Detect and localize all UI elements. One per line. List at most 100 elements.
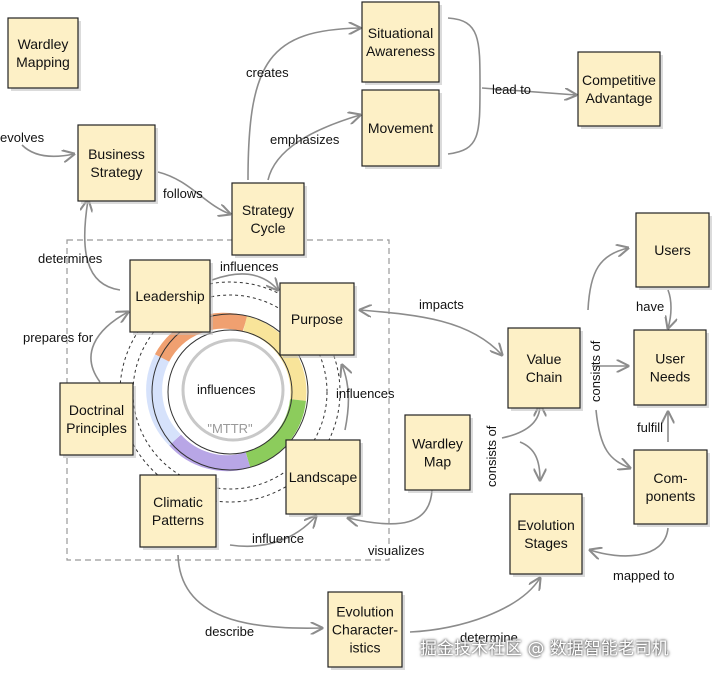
note-components: Com-ponents bbox=[633, 449, 710, 527]
note-label: Character- bbox=[332, 622, 398, 638]
label-impacts: impacts bbox=[419, 297, 464, 312]
note-label: ponents bbox=[646, 488, 696, 504]
note-label: Mapping bbox=[16, 54, 70, 70]
cycle-arc-purple bbox=[169, 434, 251, 472]
note-box bbox=[577, 51, 661, 127]
note-box bbox=[231, 182, 305, 256]
edge-labels: evolves follows creates emphasizes lead … bbox=[0, 65, 674, 645]
note-box bbox=[361, 1, 440, 83]
edge-consists-right-c bbox=[595, 409, 630, 468]
note-users: Users bbox=[635, 212, 712, 290]
note-label: Leadership bbox=[135, 288, 204, 304]
label-emphasizes: emphasizes bbox=[270, 132, 340, 147]
note-movement: Movement bbox=[361, 89, 442, 169]
edge-mapped-to bbox=[590, 527, 669, 556]
cycle-inner-ring bbox=[181, 338, 285, 442]
note-box bbox=[327, 591, 403, 668]
note-box bbox=[509, 493, 583, 575]
note-label: Wardley bbox=[18, 36, 69, 52]
note-label: Awareness bbox=[366, 43, 435, 59]
note-label: Competitive bbox=[582, 72, 656, 88]
note-label: Map bbox=[424, 454, 451, 470]
edge-impacts bbox=[360, 310, 502, 355]
note-label: Business bbox=[88, 146, 145, 162]
cycle-arc-green bbox=[245, 398, 306, 468]
edge-describe bbox=[177, 554, 322, 628]
label-influences-center: influences bbox=[197, 382, 256, 397]
note-label: Value bbox=[527, 351, 562, 367]
edge-emphasizes bbox=[267, 115, 360, 181]
note-leadership: Leadership bbox=[129, 259, 213, 335]
note-label: Purpose bbox=[291, 311, 343, 327]
note-box bbox=[129, 259, 211, 333]
edge-determines bbox=[85, 200, 121, 291]
edges bbox=[21, 17, 671, 633]
label-influences-right: influences bbox=[336, 386, 395, 401]
note-label: Strategy bbox=[242, 202, 294, 218]
edge-lead-to bbox=[447, 17, 481, 155]
note-box bbox=[285, 439, 361, 515]
note-label: Principles bbox=[66, 420, 127, 436]
watermark: 掘金技术社区 @ 数据智能老司机 bbox=[420, 639, 669, 659]
label-visualizes: visualizes bbox=[368, 543, 425, 558]
note-landscape: Landscape bbox=[285, 439, 363, 517]
note-box bbox=[361, 89, 440, 167]
label-mapped-to: mapped to bbox=[613, 568, 674, 583]
note-box bbox=[139, 474, 217, 548]
label-have: have bbox=[636, 299, 664, 314]
edge-evolves bbox=[21, 144, 74, 156]
edge-determine bbox=[409, 578, 540, 633]
note-label: istics bbox=[349, 640, 380, 656]
note-label: Users bbox=[654, 242, 691, 258]
label-consists-of-left: consists of bbox=[484, 425, 499, 487]
note-box bbox=[59, 382, 134, 456]
note-label: Wardley bbox=[412, 436, 463, 452]
edge-prepares-for bbox=[90, 312, 128, 383]
label-follows: follows bbox=[163, 186, 203, 201]
note-label: Needs bbox=[650, 369, 690, 385]
note-label: Climatic bbox=[153, 494, 203, 510]
note-label: Stages bbox=[524, 535, 568, 551]
note-box bbox=[77, 124, 156, 202]
edge-lead-to-arrow bbox=[481, 87, 576, 95]
note-label: Landscape bbox=[289, 469, 358, 485]
note-box bbox=[635, 212, 710, 288]
note-label: Evolution bbox=[336, 604, 394, 620]
cycle-arc-blue bbox=[146, 354, 181, 446]
edge-visualizes bbox=[348, 489, 433, 524]
edge-influences-right bbox=[342, 365, 348, 431]
label-describe: describe bbox=[205, 624, 254, 639]
note-label: Cycle bbox=[250, 220, 285, 236]
edge-consists-left-b bbox=[519, 441, 540, 480]
label-lead-to: lead to bbox=[492, 82, 531, 97]
label-influence-bottom: influence bbox=[252, 531, 304, 546]
note-label: Advantage bbox=[586, 90, 653, 106]
label-determine: determine bbox=[460, 630, 518, 645]
note-label: User bbox=[655, 351, 685, 367]
edge-influences-top bbox=[211, 273, 278, 290]
note-box bbox=[7, 17, 79, 89]
mttr-label: "MTTR" bbox=[207, 421, 253, 436]
notes: WardleyMappingBusinessStrategySituationa… bbox=[7, 1, 712, 670]
note-box bbox=[633, 449, 708, 525]
label-creates: creates bbox=[246, 65, 289, 80]
edge-influence-bottom bbox=[229, 516, 316, 548]
note-label: Patterns bbox=[152, 512, 204, 528]
note-purpose: Purpose bbox=[279, 282, 357, 358]
note-label: Strategy bbox=[90, 164, 142, 180]
edge-follows bbox=[157, 171, 230, 214]
note-box bbox=[633, 329, 707, 406]
label-evolves: evolves bbox=[0, 130, 45, 145]
label-determines: determines bbox=[38, 251, 103, 266]
